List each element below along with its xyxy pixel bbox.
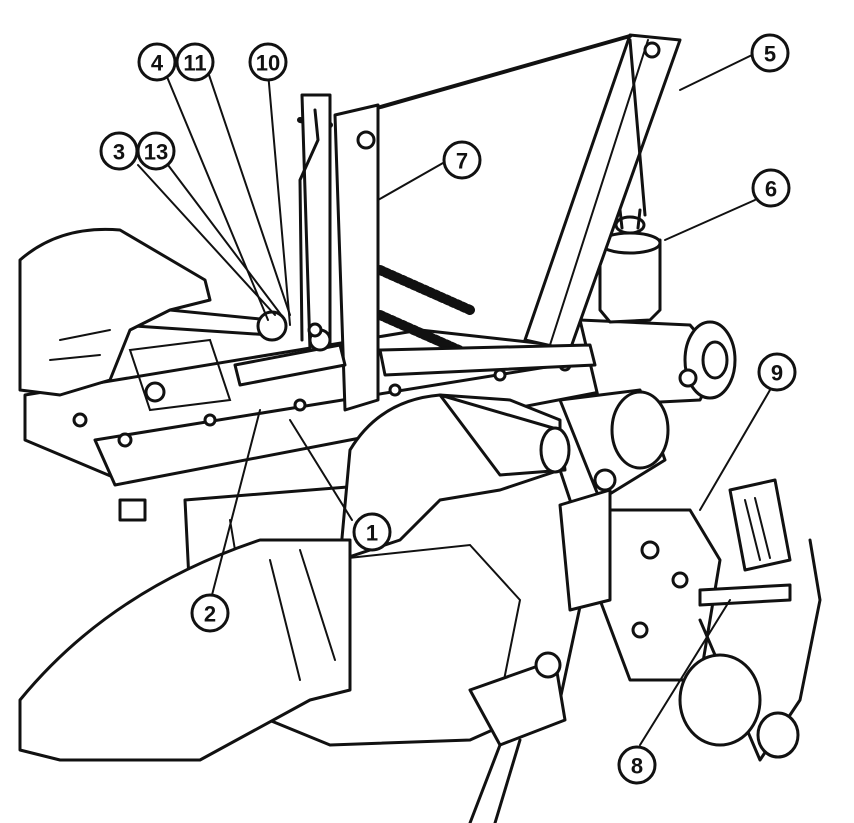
bracket-assembly	[558, 478, 822, 762]
callout-4-label: 4	[151, 51, 164, 76]
actuator-housing	[578, 318, 737, 407]
callout-3: 3	[99, 131, 139, 171]
right-hand	[18, 393, 571, 762]
leader-lines	[137, 54, 771, 746]
callout-3-label: 3	[113, 140, 125, 165]
callout-6-label: 6	[765, 177, 777, 202]
callout-8: 8	[617, 745, 657, 785]
callout-2: 2	[190, 593, 230, 633]
pulley-block	[598, 208, 662, 324]
callout-7-label: 7	[456, 149, 468, 174]
tension-wire	[368, 34, 632, 112]
callout-7: 7	[442, 140, 482, 180]
callout-8-label: 8	[631, 754, 643, 779]
callout-11: 11	[175, 42, 215, 82]
callout-13: 13	[136, 131, 176, 171]
callout-2-label: 2	[204, 602, 216, 627]
callout-10: 10	[248, 42, 288, 82]
callout-5: 5	[750, 33, 790, 73]
lower-fitting	[468, 651, 567, 823]
callout-11-label: 11	[183, 51, 206, 76]
slanted-arm	[523, 33, 682, 352]
roller	[558, 388, 670, 502]
callout-9: 9	[757, 352, 797, 392]
callout-9-label: 9	[771, 361, 783, 386]
callout-4: 4	[137, 42, 177, 82]
callout-13-label: 13	[144, 140, 168, 165]
linkage	[233, 322, 597, 387]
callout-6: 6	[751, 168, 791, 208]
left-hand	[18, 227, 212, 397]
callout-5-label: 5	[764, 42, 776, 67]
callout-10-label: 10	[256, 51, 280, 76]
callout-1-label: 1	[366, 521, 378, 546]
callout-1: 1	[352, 512, 392, 552]
